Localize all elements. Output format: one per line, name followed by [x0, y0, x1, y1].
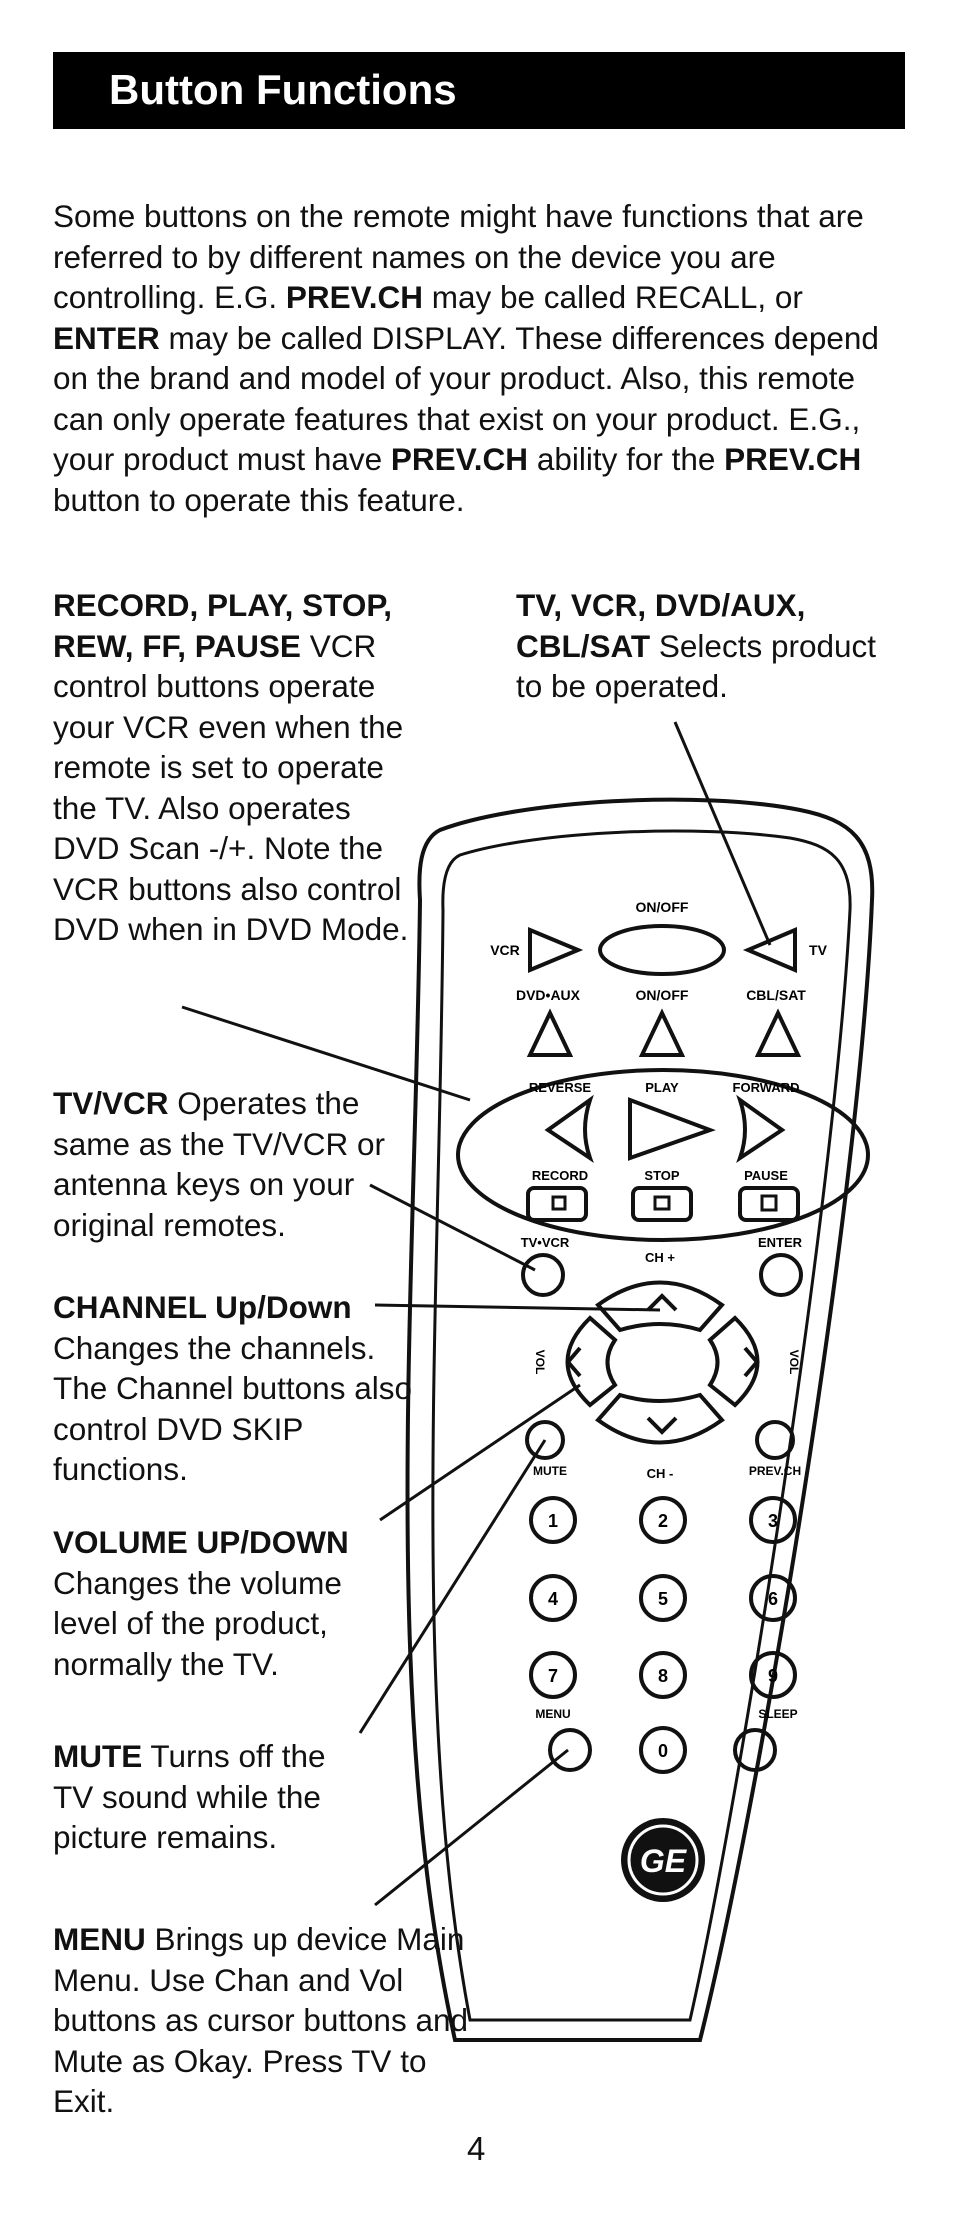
- label-vcr: VCR: [490, 942, 520, 958]
- channel-up-button: [595, 1280, 725, 1333]
- sleep-button: [733, 1728, 777, 1772]
- label-ch-minus: CH -: [647, 1466, 674, 1481]
- label-ch-plus: CH +: [645, 1250, 675, 1265]
- digit-1: 1: [548, 1511, 558, 1531]
- digit-2-button: [639, 1496, 687, 1544]
- record-button: [526, 1186, 588, 1222]
- play-button: [628, 1097, 716, 1161]
- label-forward: FORWARD: [733, 1080, 800, 1095]
- transport-highlight-ellipse: [456, 1068, 870, 1242]
- leader-device-select: [673, 721, 772, 946]
- tvvcr-button: [521, 1253, 565, 1297]
- onoff-triangle-button: [638, 1008, 686, 1057]
- section-header: Button Functions: [53, 52, 905, 129]
- mute-button: [525, 1420, 565, 1460]
- label-tvvcr: TV•VCR: [521, 1235, 570, 1250]
- callout-tvvcr: TV/VCR Operates the same as the TV/VCR o…: [53, 1085, 386, 1243]
- label-sleep: SLEEP: [758, 1707, 797, 1721]
- volume-down-button: [565, 1315, 618, 1408]
- vcr-button: [528, 927, 584, 973]
- digit-7-button: [529, 1651, 577, 1699]
- digit-1-button: [529, 1496, 577, 1544]
- menu-button: [548, 1728, 592, 1772]
- digit-5-button: [639, 1574, 687, 1622]
- digit-4-button: [529, 1574, 577, 1622]
- label-menu: MENU: [535, 1707, 570, 1721]
- digit-2: 2: [658, 1511, 668, 1531]
- callout-menu: MENU Brings up device Main Menu. Use Cha…: [53, 1921, 469, 2119]
- digit-6: 6: [768, 1589, 778, 1609]
- digit-0: 0: [658, 1741, 668, 1761]
- leader-volume: [379, 1383, 581, 1522]
- label-stop: STOP: [644, 1168, 679, 1183]
- ge-logo-text: GE: [640, 1843, 688, 1879]
- label-vol-left: VOL: [533, 1350, 547, 1375]
- leader-channel: [374, 1303, 661, 1312]
- digit-8: 8: [658, 1666, 668, 1686]
- callout-mute: MUTE Turns off the TV sound while the pi…: [53, 1738, 326, 1855]
- digit-0-button: [639, 1726, 687, 1774]
- leader-menu: [374, 1748, 569, 1907]
- callout-device-select: TV, VCR, DVD/AUX, CBL/SAT Selects produc…: [516, 587, 877, 704]
- label-cblsat: CBL/SAT: [746, 987, 806, 1003]
- label-enter: ENTER: [758, 1235, 803, 1250]
- remote-outline-outer: [405, 797, 875, 2042]
- leader-lines: [181, 721, 772, 1907]
- reverse-button: [544, 1094, 594, 1164]
- label-onoff2: ON/OFF: [636, 987, 689, 1003]
- pause-button: [738, 1186, 800, 1222]
- label-mute: MUTE: [533, 1464, 567, 1478]
- label-reverse: REVERSE: [529, 1080, 591, 1095]
- leader-mute: [358, 1439, 547, 1734]
- volume-up-button: [707, 1315, 760, 1408]
- digit-8-button: [639, 1651, 687, 1699]
- onoff-button: [598, 924, 726, 976]
- label-vol-right: VOL: [787, 1350, 801, 1375]
- label-prevch: PREV.CH: [749, 1464, 801, 1478]
- label-onoff: ON/OFF: [636, 899, 689, 915]
- channel-down-button: [595, 1392, 725, 1445]
- digit-3-button: [749, 1496, 797, 1544]
- digit-7: 7: [548, 1666, 558, 1686]
- remote-outline-inner: [431, 829, 852, 2022]
- forward-button: [736, 1094, 786, 1164]
- prevch-button: [755, 1420, 795, 1460]
- enter-button: [759, 1253, 803, 1297]
- label-pause: PAUSE: [744, 1168, 788, 1183]
- digit-4: 4: [548, 1589, 558, 1609]
- digit-9: 9: [768, 1666, 778, 1686]
- leader-tvvcr: [369, 1183, 536, 1272]
- label-record: RECORD: [532, 1168, 588, 1183]
- page-number: 4: [467, 2130, 486, 2167]
- label-dvd-aux: DVD•AUX: [516, 987, 581, 1003]
- digit-9-button: [749, 1651, 797, 1699]
- ge-logo: [621, 1818, 705, 1902]
- tv-button: [742, 926, 797, 974]
- stop-button: [631, 1186, 693, 1222]
- callout-record-play: RECORD, PLAY, STOP, REW, FF, PAUSE VCR c…: [53, 587, 409, 947]
- intro-paragraph: Some buttons on the remote might have fu…: [53, 198, 879, 518]
- digit-6-button: [749, 1574, 797, 1622]
- digit-3: 3: [768, 1511, 778, 1531]
- label-tv: TV: [809, 942, 828, 958]
- section-title: Button Functions: [109, 66, 457, 113]
- cblsat-button: [754, 1008, 802, 1057]
- digit-5: 5: [658, 1589, 668, 1609]
- label-play: PLAY: [645, 1080, 679, 1095]
- leader-record-play: [181, 1005, 471, 1102]
- dvd-aux-button: [526, 1008, 574, 1057]
